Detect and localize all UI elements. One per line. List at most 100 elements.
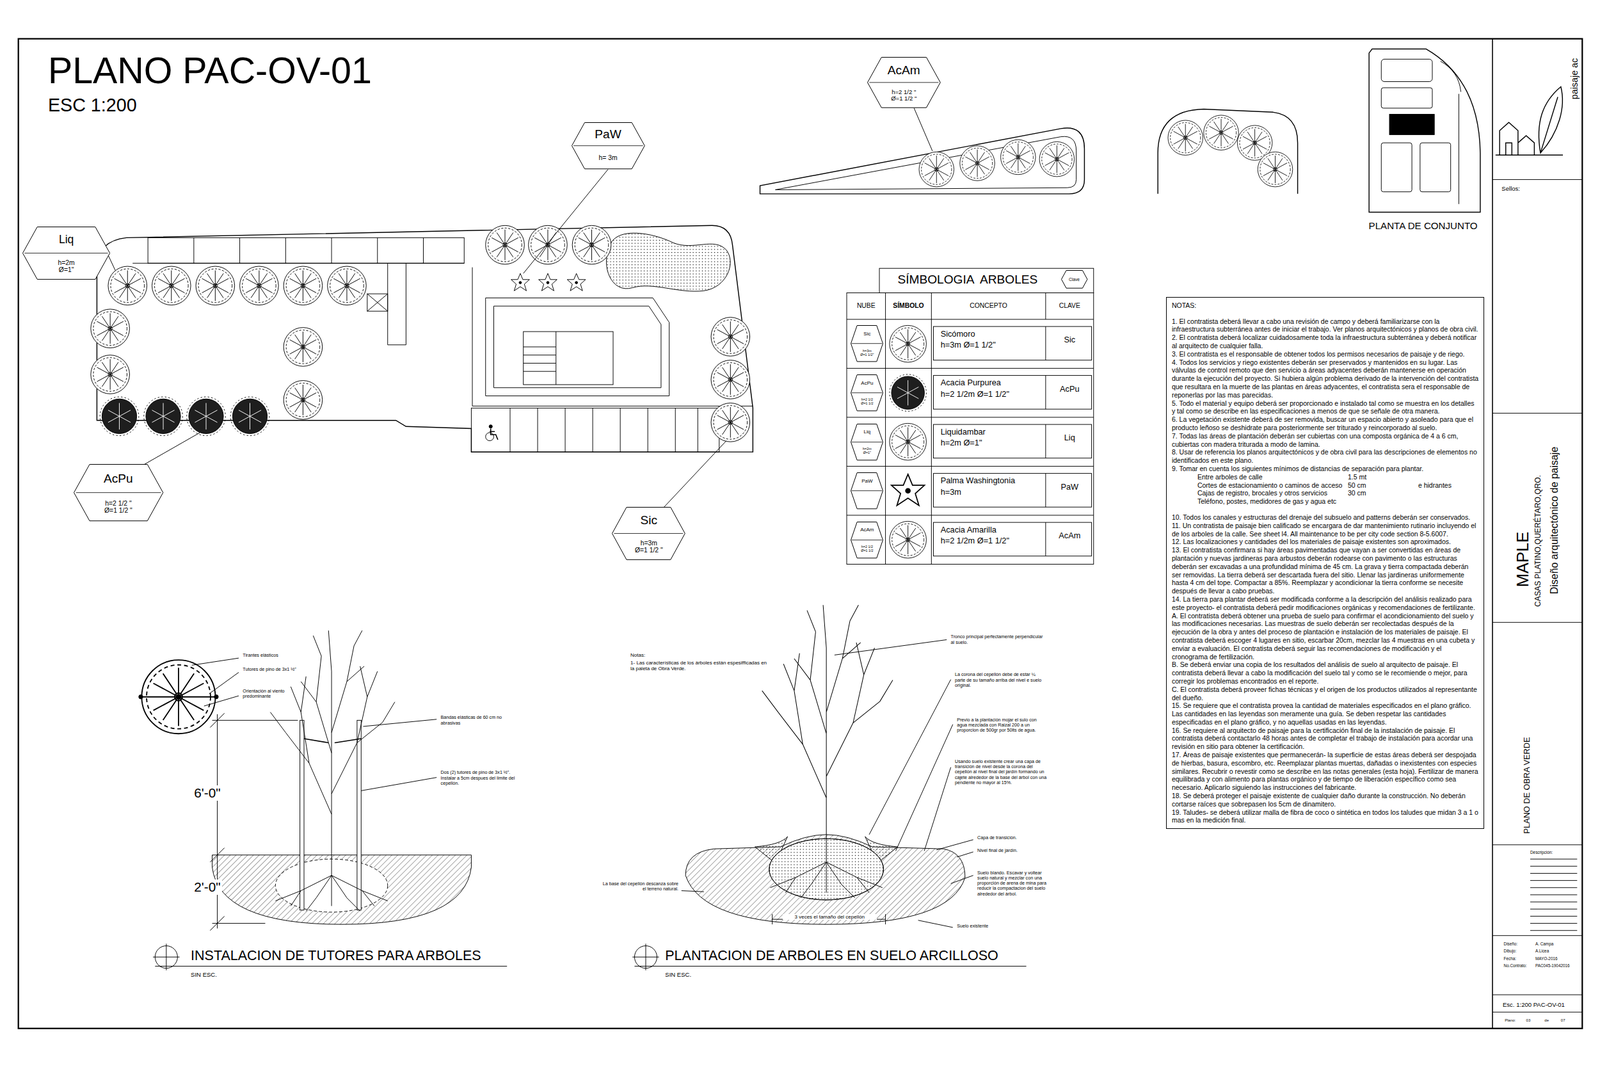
key-hexagon: Clave xyxy=(1061,270,1088,289)
hexagon-divider xyxy=(851,392,883,393)
callout-hexagon: Liqh=2mØ=1" xyxy=(22,226,111,280)
note-text: 19. Taludes- se deberá utilizar malla de… xyxy=(1171,808,1479,825)
title-block-text: Esc. 1:200 PAC-OV-01 xyxy=(1502,1000,1565,1008)
title-block-text: Sellos: xyxy=(1501,184,1520,192)
hexagon-border xyxy=(851,325,884,362)
detail-note: 3 veces el tamaño del cepellón xyxy=(782,913,877,920)
table-cell: Sicómoro xyxy=(940,329,976,340)
note-text: B. Se deberá enviar una copia de los res… xyxy=(1171,660,1479,685)
hexagon-divider xyxy=(869,82,939,84)
key-hexagon: AcPuh=2 1/2Ø=1 1/2 xyxy=(850,374,884,411)
note-text: 6. La vegetación existente deberá de ser… xyxy=(1171,415,1479,432)
species-code: Liq xyxy=(864,429,872,436)
species-code: AcAm xyxy=(887,63,921,77)
hexagon-border xyxy=(851,472,884,509)
dimension-label: 2'-0" xyxy=(192,879,222,895)
species-code: Clave xyxy=(1068,277,1080,282)
size-spec: h=2m xyxy=(58,259,75,267)
note-text: C. El contratista deberá proveer fichas … xyxy=(1171,685,1479,703)
table-cell: h=2 1/2m Ø=1 1/2" xyxy=(940,536,1010,546)
table-header: SÍMBOLO xyxy=(885,302,932,310)
hexagon-outline xyxy=(850,325,884,362)
species-code: AcPu xyxy=(860,380,873,387)
hexagon-border xyxy=(851,521,884,558)
note-text: 8. Usar de referencia los planos arquite… xyxy=(1171,448,1479,465)
scale-label: SIN ESC. xyxy=(190,970,217,978)
table-cell: Acacia Amarilla xyxy=(940,525,997,536)
distance-table-cell: 1.5 mt xyxy=(1347,472,1419,482)
hexagon-border xyxy=(867,57,941,109)
title-block-text: A.Licea xyxy=(1535,948,1549,953)
note-text: 14. La tierra para plantar deberá ser mo… xyxy=(1171,595,1479,612)
detail-note: La base del cepellón descanza sobre el t… xyxy=(601,881,679,892)
scale-label: SIN ESC. xyxy=(664,970,692,978)
detail-note: Suelo blando. Escavar y voltear suelo na… xyxy=(977,870,1049,897)
size-spec: Ø=1 1/2 xyxy=(860,549,873,553)
table-cell: h=3m Ø=1 1/2" xyxy=(940,340,996,351)
note-text: 13. El contratista confirmara si hay áre… xyxy=(1171,545,1479,596)
hexagon-border xyxy=(23,226,111,280)
note-text: 10. Todos los canales y estructuras del … xyxy=(1171,513,1479,522)
table-header: SÍMBOLOGIA ARBOLES xyxy=(879,272,1056,287)
note-text: 5. Todo el material y equipo deberá ser … xyxy=(1171,399,1479,416)
title-block-text: Fecha: xyxy=(1504,956,1517,961)
detail-note: Previo a la plantación mojar el sulo con… xyxy=(956,717,1047,734)
callout-hexagon: Sich=3mØ=1 1/2 " xyxy=(611,506,686,560)
species-code: Sic xyxy=(640,513,658,527)
note-text: 2. El contratista deberá localizar cuida… xyxy=(1171,333,1479,351)
table-cell: AcPu xyxy=(1045,384,1094,395)
callout-hexagon: AcPuh=2 1/2 "Ø=1 1/2 " xyxy=(73,464,164,521)
title-block-text: CASAS PLATINO,QUERÉTARO,QRO. xyxy=(1534,474,1544,607)
species-code: Liq xyxy=(58,233,74,246)
note-text: 12. Las localizaciones y cantidades del … xyxy=(1171,537,1479,546)
detail-note: 1- Las características de los árboles es… xyxy=(630,659,768,672)
callout-hexagon: AcAmh=2 1/2 "Ø=1 1/2 " xyxy=(867,56,941,109)
key-hexagon: Sich=3mØ=1 1/2" xyxy=(850,325,884,362)
title-block-text: PLANO DE OBRA VERDE xyxy=(1522,737,1533,834)
species-code: PaW xyxy=(594,127,621,141)
table-header: CLAVE xyxy=(1045,302,1094,310)
table-cell: h=2 1/2m Ø=1 1/2" xyxy=(940,389,1010,400)
hexagon-divider xyxy=(24,252,109,254)
detail-note: La corona del cepellón debe de estar ¼ p… xyxy=(954,672,1047,688)
hexagon-divider xyxy=(851,343,883,345)
detail-note: Tronco principal perfectamente perpendic… xyxy=(951,634,1046,645)
title-block-text: No.Contrato: xyxy=(1504,963,1528,968)
table-cell: Acacia Purpurea xyxy=(940,378,1001,388)
note-text: 17. Áreas de paisaje existentes que perm… xyxy=(1171,750,1479,792)
callout-hexagon: PaW h= 3m xyxy=(571,122,646,169)
detail-note: Dos (2) tutores de pino de 3x1 ½". Insta… xyxy=(440,769,523,786)
hexagon-divider xyxy=(851,490,883,491)
distance-table-cell: Cortes de estacionamiento o caminos de a… xyxy=(1197,481,1348,490)
detail-note: Usando suelo existente crear una capa de… xyxy=(954,759,1047,786)
detail-note: Bandas elásticas de 60 cm no abrasivas xyxy=(440,714,518,726)
title-block-text: Diseño arquitectónico de paisaje xyxy=(1548,446,1561,594)
hexagon-border xyxy=(73,464,163,521)
size-spec: Ø=1 1/2 xyxy=(860,401,873,406)
title-block-text: MAPLE xyxy=(1513,531,1533,587)
size-spec: Ø=1 1/2 " xyxy=(634,546,664,554)
hexagon-border xyxy=(571,122,645,169)
note-text: 15. Se requiere que el contratista prove… xyxy=(1171,701,1479,726)
title-block-text: Plano: xyxy=(1504,1018,1516,1023)
title-block-text: de xyxy=(1544,1018,1549,1023)
note-text: 7. Todas las áreas de plantación deberán… xyxy=(1171,432,1479,449)
note-text: 9. Tomar en cuenta los siguientes mínimo… xyxy=(1171,464,1479,473)
size-spec: h= 3m xyxy=(598,154,617,162)
hexagon-divider xyxy=(573,145,644,146)
hexagon-border xyxy=(851,423,884,460)
hexagon-border xyxy=(612,507,686,560)
table-cell: Palma Washingtonia xyxy=(940,476,1016,486)
title-block-text: A. Campa xyxy=(1535,941,1554,946)
drawing-title: PLANO PAC-OV-01 xyxy=(48,49,372,93)
size-spec: Ø=1 1/2 " xyxy=(104,506,133,514)
title-block-text: paisaje ac xyxy=(1568,57,1579,100)
title-block-text: PAC045-19042016 xyxy=(1535,963,1570,968)
title-block-text: Diseño: xyxy=(1504,941,1519,946)
table-header: NUBE xyxy=(846,302,886,310)
hexagon-outline xyxy=(850,423,884,461)
key-hexagon: Liqh=2mØ=1" xyxy=(850,423,884,461)
notes-box: NOTAS:1. El contratista deberá llevar a … xyxy=(1166,296,1485,829)
hexagon-divider xyxy=(851,539,883,541)
